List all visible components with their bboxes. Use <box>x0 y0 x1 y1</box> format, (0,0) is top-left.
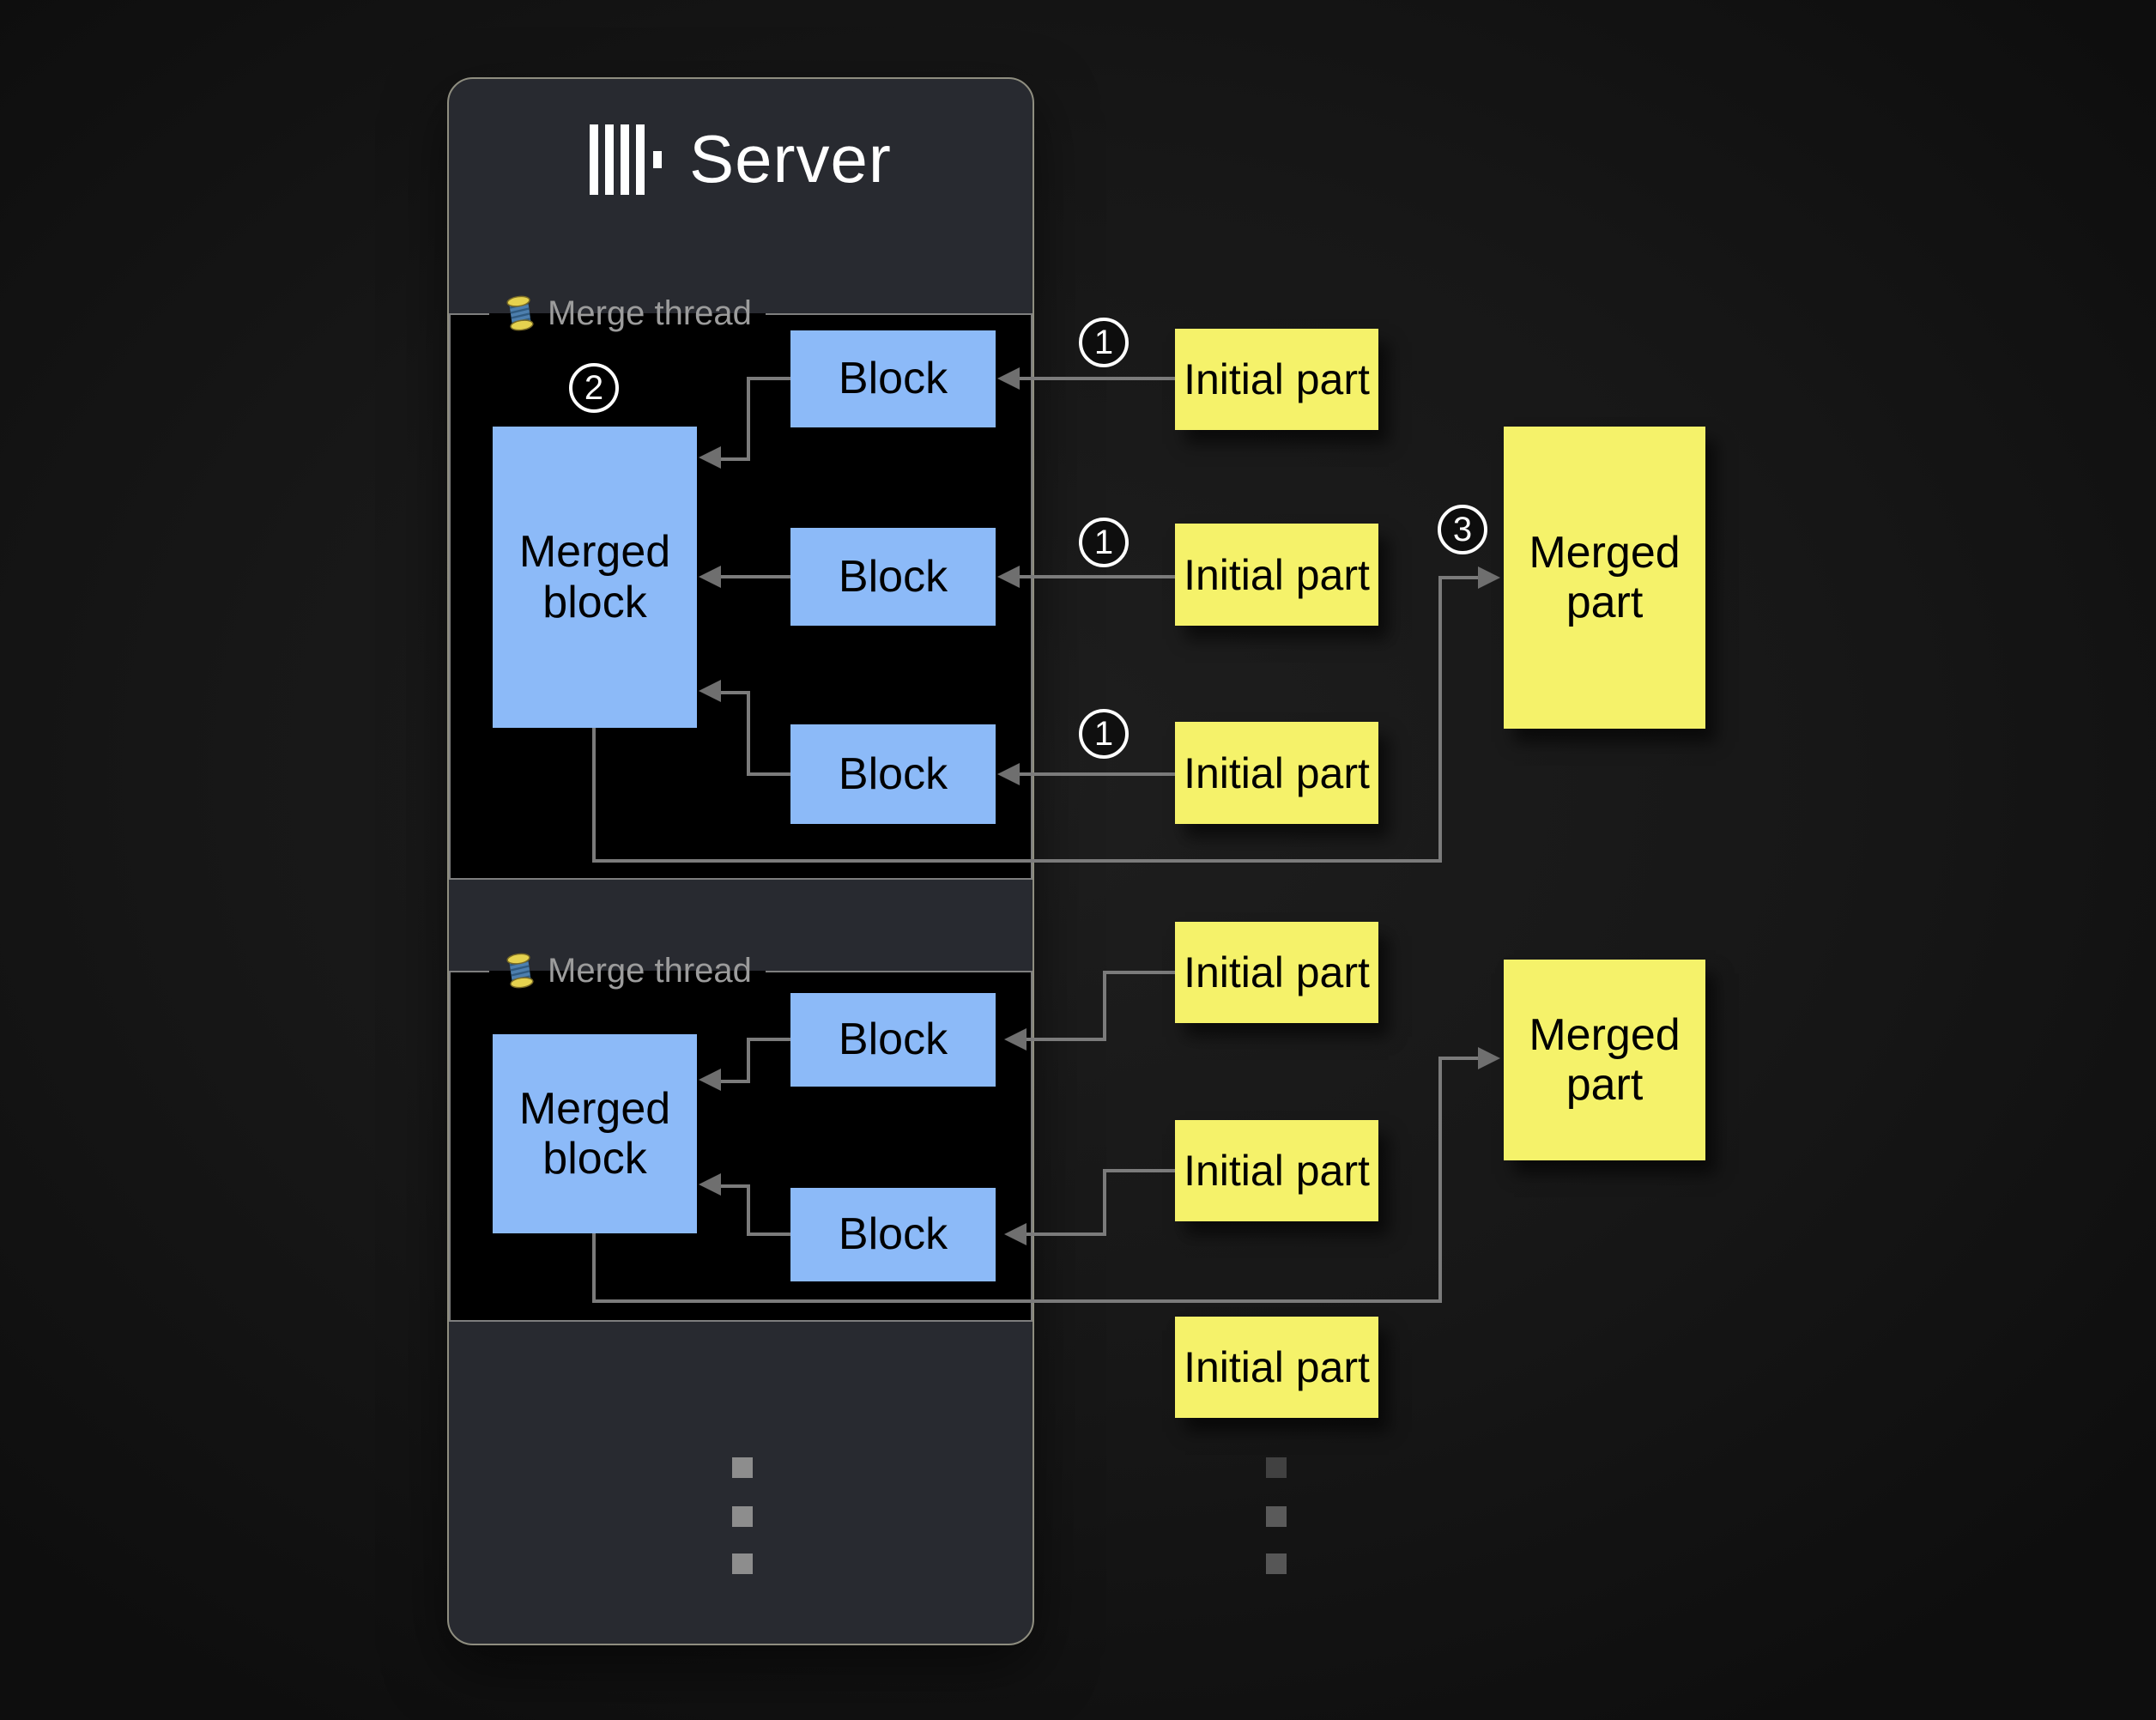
connector-block4-mergedblock2 <box>748 1038 790 1041</box>
connector-initial3-block3 <box>1020 772 1175 776</box>
merged-part-2: Merged part <box>1504 960 1705 1160</box>
parts-ellipsis-dot <box>1266 1506 1287 1527</box>
thread-spool-icon <box>506 295 534 331</box>
step-2-badge: 2 <box>569 363 619 413</box>
connector-mergedblock1-mergedpart1 <box>592 859 1442 863</box>
connector-initial5-block5 <box>1103 1169 1106 1236</box>
block-4: Block <box>790 993 996 1087</box>
connector-initial4-block4 <box>1103 971 1106 1041</box>
connector-block5-mergedblock2 <box>748 1232 790 1236</box>
initial-part-3: Initial part <box>1175 722 1378 824</box>
initial-part-2: Initial part <box>1175 524 1378 626</box>
connector-block1-mergedblock1 <box>748 377 790 380</box>
arrowhead-left-icon <box>997 566 1020 588</box>
initial-part-6: Initial part <box>1175 1317 1378 1418</box>
connector-block5-mergedblock2 <box>747 1184 750 1236</box>
server-title: Server <box>689 121 892 197</box>
connector-mergedblock2-mergedpart2 <box>592 1299 1442 1303</box>
arrowhead-left-icon <box>997 763 1020 785</box>
connector-initial4-block4 <box>1027 1038 1105 1041</box>
merge-thread-label-2: Merge thread <box>489 948 766 994</box>
connector-block1-mergedblock1 <box>747 377 750 461</box>
arrowhead-left-icon <box>699 1069 721 1091</box>
server-ellipsis-dot <box>732 1506 753 1527</box>
arrowhead-right-icon <box>1478 1047 1500 1069</box>
connector-mergedblock2-mergedpart2 <box>1438 1057 1442 1303</box>
merge-thread-label-1: Merge thread <box>489 290 766 336</box>
connector-initial5-block5 <box>1105 1169 1175 1172</box>
connector-block1-mergedblock1 <box>721 457 750 461</box>
connector-initial2-block2 <box>1020 575 1175 578</box>
arrowhead-left-icon <box>699 1173 721 1196</box>
connector-initial5-block5 <box>1027 1232 1105 1236</box>
server-ellipsis-dot <box>732 1553 753 1574</box>
block-5: Block <box>790 1188 996 1281</box>
block-3: Block <box>790 724 996 824</box>
merge-thread-label-text: Merge thread <box>548 951 752 990</box>
connector-mergedblock2-mergedpart2 <box>592 1233 596 1303</box>
connector-block3-mergedblock1 <box>747 691 750 776</box>
arrowhead-left-icon <box>997 367 1020 390</box>
arrowhead-left-icon <box>699 680 721 702</box>
connector-block4-mergedblock2 <box>747 1038 750 1083</box>
thread-spool-icon <box>506 953 534 989</box>
arrowhead-left-icon <box>1004 1028 1027 1051</box>
connector-block3-mergedblock1 <box>748 772 790 776</box>
block-2: Block <box>790 528 996 626</box>
clickhouse-bars-logo-icon <box>590 124 663 195</box>
connector-block2-mergedblock1 <box>721 575 790 578</box>
step-1-badge: 1 <box>1079 709 1129 759</box>
arrowhead-left-icon <box>699 566 721 588</box>
connector-mergedblock1-mergedpart1 <box>1442 576 1478 579</box>
block-1: Block <box>790 330 996 427</box>
connector-block5-mergedblock2 <box>721 1184 750 1188</box>
server-header: Server <box>447 120 1034 198</box>
arrowhead-left-icon <box>1004 1223 1027 1245</box>
server-ellipsis-dot <box>732 1457 753 1478</box>
connector-mergedblock1-mergedpart1 <box>1438 576 1442 863</box>
step-1-badge: 1 <box>1079 318 1129 367</box>
arrowhead-left-icon <box>699 446 721 469</box>
initial-part-4: Initial part <box>1175 922 1378 1023</box>
parts-ellipsis-dot <box>1266 1457 1287 1478</box>
step-3-badge: 3 <box>1438 505 1487 554</box>
connector-block4-mergedblock2 <box>721 1080 750 1083</box>
merge-thread-label-text: Merge thread <box>548 294 752 332</box>
connector-mergedblock1-mergedpart1 <box>592 728 596 863</box>
arrowhead-right-icon <box>1478 566 1500 589</box>
parts-ellipsis-dot <box>1266 1553 1287 1574</box>
initial-part-5: Initial part <box>1175 1120 1378 1221</box>
initial-part-1: Initial part <box>1175 329 1378 430</box>
connector-initial1-block1 <box>1020 377 1175 380</box>
merged-block-1: Merged block <box>493 427 697 728</box>
merged-part-1: Merged part <box>1504 427 1705 729</box>
connector-initial4-block4 <box>1105 971 1175 974</box>
step-1-badge: 1 <box>1079 518 1129 567</box>
connector-mergedblock2-mergedpart2 <box>1442 1057 1478 1060</box>
merged-block-2: Merged block <box>493 1034 697 1233</box>
connector-block3-mergedblock1 <box>721 691 750 694</box>
